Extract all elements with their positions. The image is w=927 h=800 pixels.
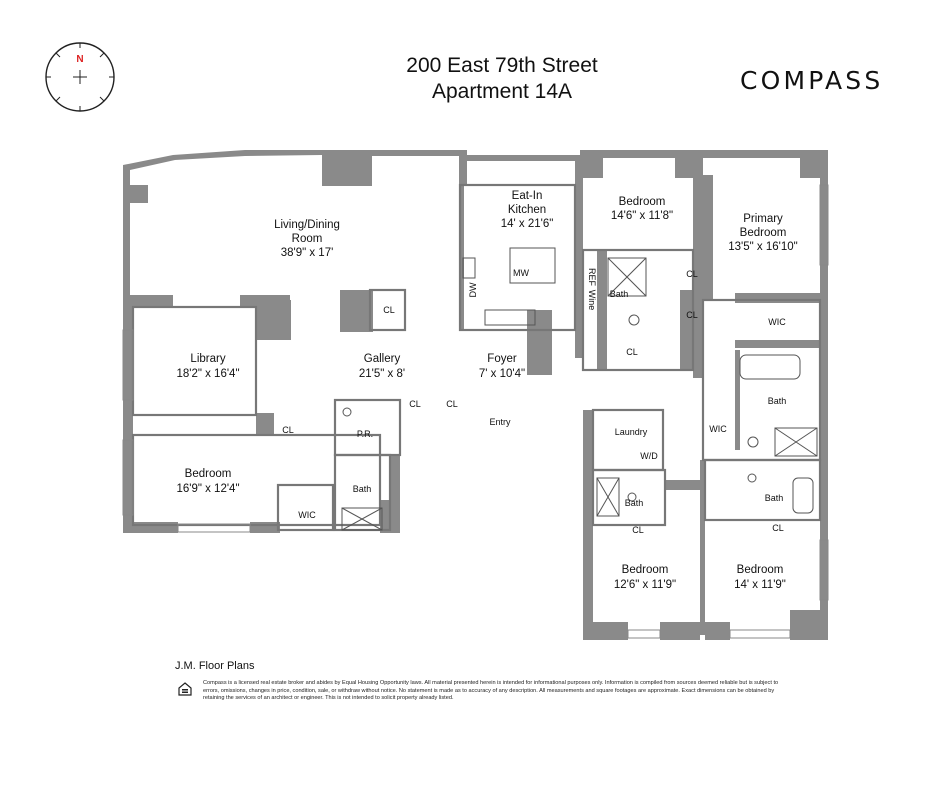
bath-label: Bath — [765, 493, 784, 503]
bedroom-right-dims: 14' x 11'9" — [734, 579, 786, 591]
primary-name2: Bedroom — [740, 227, 787, 239]
bath-label: Bath — [768, 396, 787, 406]
laundry-label: Laundry — [615, 427, 648, 437]
living-room-name: Living/Dining — [274, 219, 340, 231]
kitchen-name2: Kitchen — [508, 204, 546, 216]
closet-label: CL — [686, 310, 698, 320]
bath-label: Bath — [625, 498, 644, 508]
refrigerator-label: REF — [587, 268, 597, 287]
closet-label: CL — [772, 523, 784, 533]
bedroom-mid-name: Bedroom — [622, 564, 669, 576]
entry-label: Entry — [489, 417, 511, 427]
bedroom-left-name: Bedroom — [185, 468, 232, 480]
foyer-name: Foyer — [487, 353, 517, 365]
closet-label: CL — [409, 399, 421, 409]
foyer-dims: 7' x 10'4" — [479, 368, 525, 380]
library-dims: 18'2" x 16'4" — [176, 368, 239, 380]
primary-name: Primary — [743, 213, 783, 225]
bedroom-mid-dims: 12'6" x 11'9" — [614, 579, 676, 591]
bath-label: Bath — [353, 484, 372, 494]
unit-title: Apartment 14A — [431, 80, 573, 103]
bedroom-left-dims: 16'9" x 12'4" — [176, 483, 239, 495]
bath-label: Bath — [610, 289, 629, 299]
kitchen-dims: 14' x 21'6" — [501, 218, 554, 230]
gallery-name: Gallery — [364, 353, 401, 365]
wic-label: WIC — [709, 424, 727, 434]
closet-label: CL — [626, 347, 638, 357]
equal-housing-icon — [178, 682, 192, 696]
walls — [123, 150, 828, 640]
kitchen-name: Eat-In — [512, 190, 543, 202]
dishwasher-label: DW — [468, 282, 478, 297]
floor-plan-credit: J.M. Floor Plans — [175, 660, 255, 672]
living-room-name2: Room — [292, 233, 323, 245]
interior-walls — [131, 183, 822, 532]
north-label: N — [76, 54, 83, 65]
living-room-dims: 38'9" x 17' — [281, 247, 334, 259]
fixtures — [341, 247, 818, 531]
bedroom-top-name: Bedroom — [619, 196, 666, 208]
address-title: 200 East 79th Street — [406, 54, 598, 77]
wine-label: Wine — [587, 290, 597, 311]
closet-label: CL — [383, 305, 395, 315]
windows — [122, 184, 829, 639]
washer-dryer-label: W/D — [640, 451, 658, 461]
closet-label: CL — [282, 425, 294, 435]
bedroom-right-name: Bedroom — [737, 564, 784, 576]
microwave-label: MW — [513, 268, 529, 278]
compass-logo: COMPASS — [740, 66, 884, 95]
closet-label: CL — [686, 269, 698, 279]
powder-room-label: P.R. — [357, 429, 373, 439]
bedroom-top-dims: 14'6" x 11'8" — [611, 210, 673, 222]
compass-rose-icon: N — [45, 42, 115, 112]
gallery-dims: 21'5" x 8' — [359, 368, 405, 380]
primary-dims: 13'5" x 16'10" — [728, 241, 797, 253]
wic-label: WIC — [298, 510, 316, 520]
wic-label: WIC — [768, 317, 786, 327]
closet-label: CL — [632, 525, 644, 535]
closet-label: CL — [446, 399, 458, 409]
legal-disclaimer: Compass is a licensed real estate broker… — [203, 680, 779, 702]
library-name: Library — [190, 353, 225, 365]
